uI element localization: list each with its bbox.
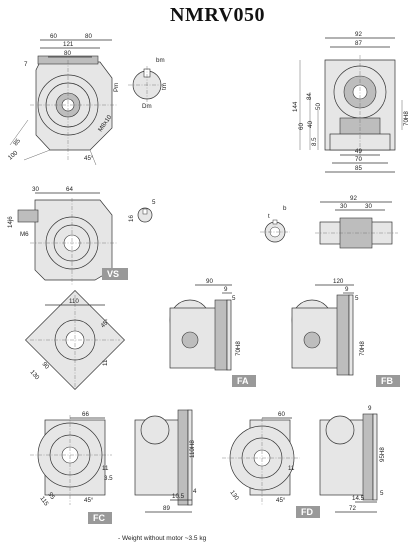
- dim-fds-9: 9: [368, 405, 372, 412]
- dim-14j6: 14j6: [7, 216, 14, 228]
- dim-8-5: 8.5: [311, 137, 318, 146]
- dim-fc-115: 115: [38, 495, 50, 508]
- dim-tm: tm: [161, 83, 168, 90]
- fd-side-view: 9 95H8 5 14.5 72: [319, 405, 386, 513]
- dim-fc-45: 45°: [84, 497, 94, 504]
- dim-92: 92: [355, 31, 362, 38]
- dim-fb-9: 9: [345, 286, 349, 293]
- dim-70h8: 70H8: [403, 111, 410, 126]
- dim-fd-60: 60: [278, 411, 285, 418]
- page-title: NMRV050: [170, 4, 266, 26]
- dim-49: 49: [355, 148, 362, 155]
- side-view: 92 87 144 84 50 60 40 8.5 70H8 49 70 85: [292, 31, 410, 173]
- dim-60: 60: [50, 33, 57, 40]
- dim-fc-66: 66: [82, 411, 89, 418]
- flange-square-view: 110 45° 11 90 130: [25, 290, 125, 390]
- dim-shaft-30: 30: [340, 203, 347, 210]
- dim-60: 60: [298, 123, 305, 130]
- dim-fcs-10-5: 10.5: [172, 493, 185, 500]
- dim-64: 64: [66, 186, 73, 193]
- dim-fa-5: 5: [232, 295, 236, 302]
- dim-80-inner: 80: [64, 50, 71, 57]
- dim-90: 90: [40, 361, 50, 371]
- vs-view: 30 64 14j6 M6 VS 5 16: [7, 186, 156, 285]
- dim-fcs-4: 4: [193, 488, 197, 495]
- dim-bm: bm: [156, 57, 165, 64]
- badge-fa: FA: [237, 376, 249, 386]
- badge-fb: FB: [381, 376, 393, 386]
- hollow-shaft-detail: b t 92 30 30: [260, 195, 398, 249]
- dim-80: 80: [85, 33, 92, 40]
- dim-fb-5: 5: [355, 295, 359, 302]
- dim-70: 70: [355, 156, 362, 163]
- badge-fd: FD: [301, 507, 313, 517]
- dim-5: 5: [152, 199, 156, 206]
- dim-fc-11: 11: [102, 465, 109, 472]
- dim-16: 16: [128, 215, 135, 222]
- fc-front-view: 66 3.5 11 45° 115 95 FC: [30, 411, 113, 524]
- dim-40: 40: [307, 121, 314, 128]
- dim-121: 121: [63, 41, 74, 48]
- keyway-detail: bm Dm tm: [128, 57, 168, 110]
- dim-fd-130: 130: [228, 489, 240, 502]
- dim-t: t: [268, 213, 270, 220]
- fb-view: 120 9 5 70H8 FB: [291, 278, 400, 387]
- dim-144: 144: [292, 101, 299, 112]
- fd-front-view: 60 11 45° 130 FD: [222, 411, 320, 518]
- dim-85: 85: [12, 137, 22, 147]
- dim-87: 87: [355, 40, 362, 47]
- dim-fa-9: 9: [224, 286, 228, 293]
- dim-7: 7: [24, 61, 28, 68]
- dim-110h8: 110H8: [189, 440, 196, 458]
- dim-fa-70h8: 70H8: [235, 341, 242, 356]
- dim-100: 100: [7, 149, 20, 161]
- badge-vs: VS: [107, 269, 119, 279]
- dim-110: 110: [69, 298, 79, 305]
- dim-fb-70h8: 70H8: [359, 341, 366, 356]
- dim-dm: Dm: [142, 103, 152, 110]
- dim-m6: M6: [20, 231, 29, 238]
- dim-130: 130: [28, 369, 40, 382]
- dim-shaft-92: 92: [350, 195, 357, 202]
- dim-angle-45: 45°: [84, 155, 94, 162]
- dim-fb-120: 120: [333, 278, 344, 285]
- dim-11: 11: [102, 359, 109, 366]
- dim-fd-11: 11: [288, 465, 295, 472]
- dim-fds-72: 72: [349, 505, 356, 512]
- dim-fc-3-5: 3.5: [104, 475, 113, 482]
- dim-shaft-30b: 30: [365, 203, 372, 210]
- dim-85-side: 85: [355, 165, 362, 172]
- dim-angle-45: 45°: [99, 317, 111, 329]
- weight-note: - Weight without motor ~3.5 kg: [118, 535, 207, 542]
- dim-fds-14-5: 14.5: [352, 495, 365, 502]
- dim-95h8: 95H8: [379, 447, 386, 462]
- badge-fc: FC: [93, 513, 105, 523]
- dim-pm: Pm: [113, 83, 120, 92]
- dim-84: 84: [306, 93, 313, 100]
- dim-50: 50: [315, 103, 322, 110]
- dim-fcs-89: 89: [163, 505, 170, 512]
- main-front-view: 60 80 121 80 7 Pm M8x10 85 100 45°: [7, 33, 120, 166]
- fc-side-view: 110H8 4 10.5 89: [134, 409, 197, 513]
- dim-b: b: [283, 205, 287, 212]
- dim-fd-45: 45°: [276, 497, 286, 504]
- dim-fc-95: 95: [46, 491, 56, 501]
- fa-view: 90 9 5 70H8 FA: [169, 278, 256, 387]
- dim-30: 30: [32, 186, 39, 193]
- dim-fa-90: 90: [206, 278, 213, 285]
- dim-fds-5: 5: [380, 490, 384, 497]
